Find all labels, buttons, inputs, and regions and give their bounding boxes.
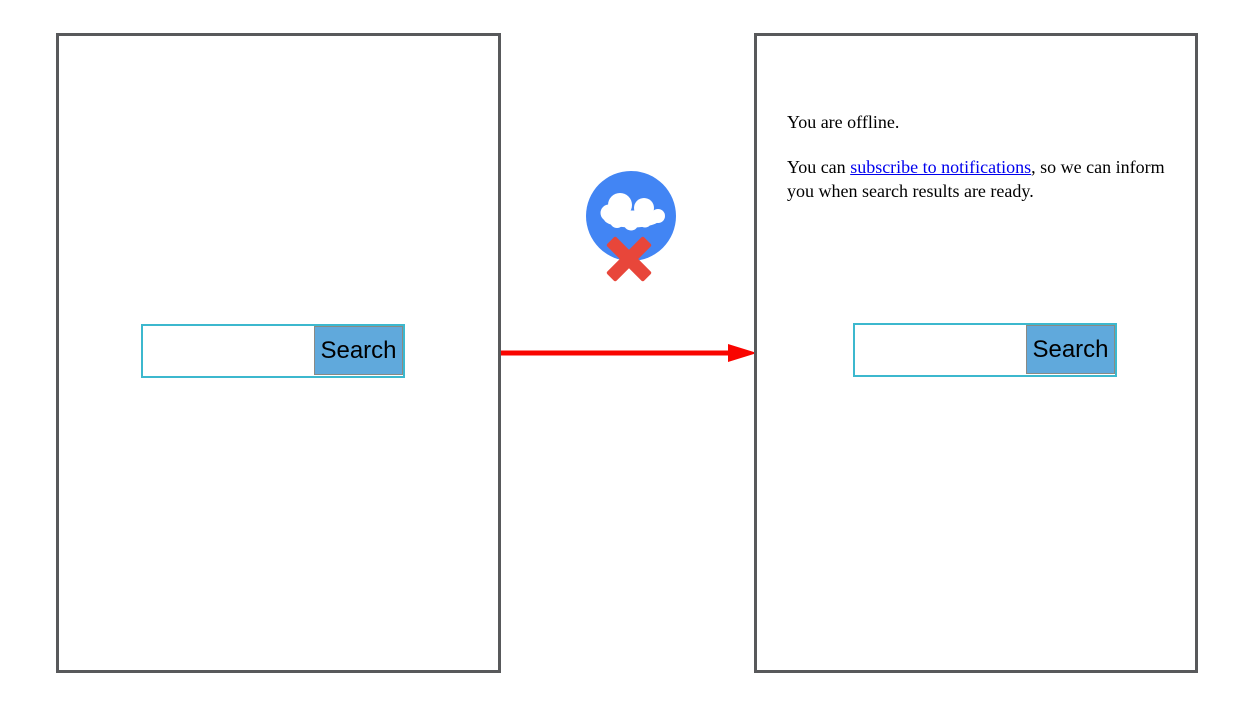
screen-frame-before: Search: [56, 33, 501, 673]
offline-status-text: You are offline.: [787, 112, 900, 132]
cloud-icon: [600, 193, 665, 231]
search-button[interactable]: Search: [1026, 325, 1115, 374]
offline-cloud-icon: [586, 171, 676, 282]
arrow-head: [728, 344, 757, 362]
search-bar: Search: [853, 323, 1117, 377]
search-input[interactable]: [853, 323, 1117, 377]
flow-arrow-icon: [501, 344, 757, 362]
notify-text: You can subscribe to notifications, so w…: [787, 155, 1189, 203]
subscribe-notifications-link[interactable]: subscribe to notifications: [850, 157, 1032, 177]
offline-copy: You are offline. You can subscribe to no…: [787, 110, 1189, 203]
error-x-icon: [606, 236, 652, 282]
notify-suffix: , so we can inform you when search resul…: [787, 157, 1165, 201]
search-button[interactable]: Search: [314, 326, 403, 375]
search-bar: Search: [141, 324, 405, 378]
notify-prefix: You can: [787, 157, 851, 177]
screen-frame-offline: You are offline. You can subscribe to no…: [754, 33, 1198, 673]
